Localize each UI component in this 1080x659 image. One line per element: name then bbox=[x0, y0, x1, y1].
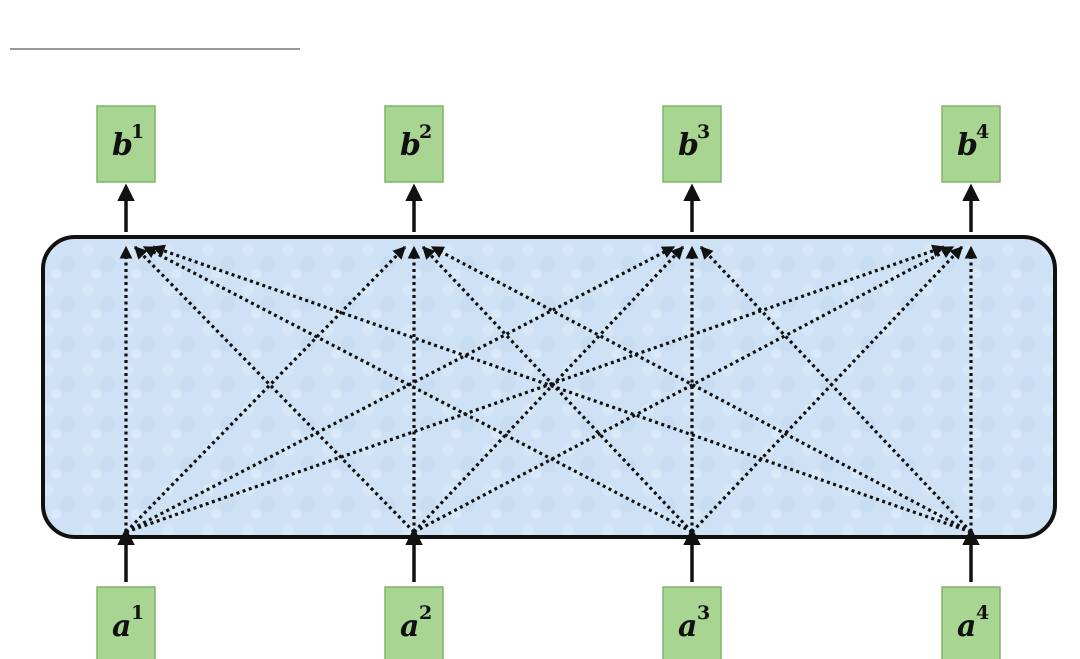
attention-edge-a1-b3 bbox=[125, 245, 676, 534]
attention-edge-a4-b2 bbox=[430, 245, 972, 534]
input-a3-superscript: 3 bbox=[697, 602, 710, 624]
input-a1-box-bg bbox=[96, 586, 156, 659]
output-b3-label: b bbox=[678, 128, 699, 163]
input-a4-box-bg bbox=[941, 586, 1001, 659]
output-b3-superscript: 3 bbox=[697, 121, 710, 143]
attention-edge-a1-b2 bbox=[124, 245, 407, 534]
output-b4-label: b bbox=[957, 128, 978, 163]
output-b3-box-bg bbox=[662, 105, 722, 183]
input-a4-superscript: 4 bbox=[976, 602, 989, 624]
output-b4-box-bg bbox=[941, 105, 1001, 183]
input-a1-label: a bbox=[112, 609, 131, 644]
output-b1-box: b1 bbox=[96, 105, 156, 183]
attention-edge-a3-b1 bbox=[142, 245, 693, 534]
attention-edge-a2-b3 bbox=[412, 245, 685, 534]
io-arrows bbox=[117, 183, 980, 582]
attention-edge-a3-b4 bbox=[690, 245, 964, 534]
attention-block bbox=[41, 235, 1057, 539]
input-a4-label: a bbox=[957, 609, 976, 644]
attention-edge-a2-b4 bbox=[413, 245, 955, 534]
input-a1-superscript: 1 bbox=[131, 602, 144, 624]
input-a2-superscript: 2 bbox=[419, 602, 432, 624]
output-b1-label: b bbox=[112, 128, 133, 163]
attention-edge-a2-b1 bbox=[133, 245, 416, 534]
output-b1-superscript: 1 bbox=[131, 121, 144, 143]
input-a3-label: a bbox=[678, 609, 697, 644]
input-a2-label: a bbox=[400, 609, 419, 644]
output-b2-superscript: 2 bbox=[419, 121, 432, 143]
attention-edge-a4-b3 bbox=[699, 245, 973, 534]
attention-edge-a4-b1 bbox=[151, 244, 972, 534]
input-a3-box-bg bbox=[662, 586, 722, 659]
output-b2-box: b2 bbox=[384, 105, 444, 183]
attention-connections bbox=[119, 244, 978, 534]
input-a2-box-bg bbox=[384, 586, 444, 659]
output-b2-label: b bbox=[400, 128, 421, 163]
attention-edge-a1-b4 bbox=[125, 244, 946, 534]
output-b2-box-bg bbox=[384, 105, 444, 183]
output-b4-superscript: 4 bbox=[976, 121, 989, 143]
output-b3-box: b3 bbox=[662, 105, 722, 183]
output-b1-box-bg bbox=[96, 105, 156, 183]
output-b4-box: b4 bbox=[941, 105, 1001, 183]
